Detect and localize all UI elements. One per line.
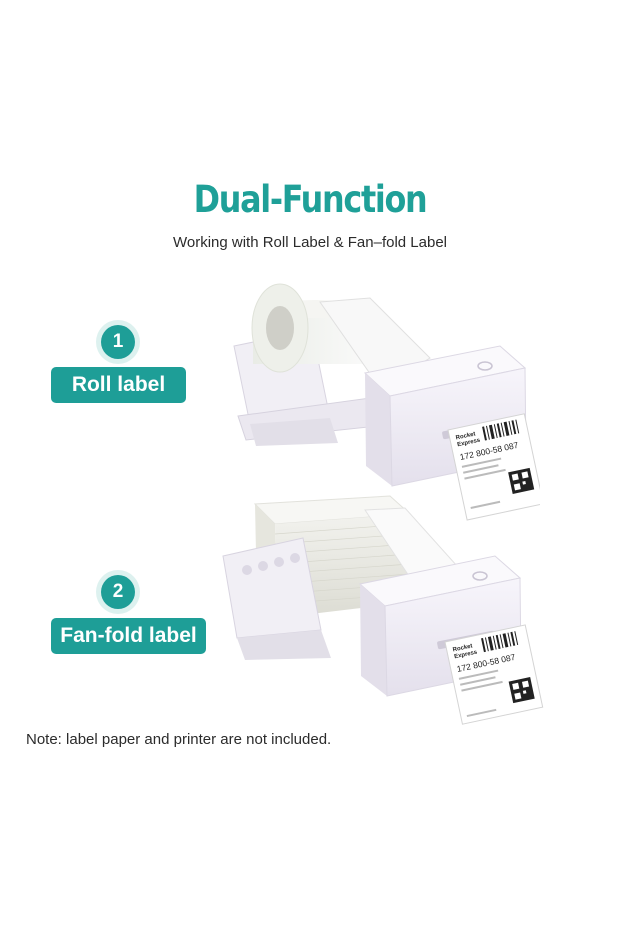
roll-label-printer-illustration: Rocket Express 172 800-58 087 xyxy=(233,283,540,521)
carrier-name-1: Rocket xyxy=(455,431,476,441)
fan-fold-label-tag: Fan-fold label xyxy=(51,618,206,654)
carrier-name-2: Express xyxy=(454,649,479,660)
qr-code-icon xyxy=(508,467,535,494)
barcode-icon xyxy=(482,419,520,441)
disclaimer-note: Note: label paper and printer are not in… xyxy=(26,731,332,748)
carrier-name-2: Express xyxy=(457,437,482,448)
page-title: Dual-Function xyxy=(193,178,428,221)
barcode-icon xyxy=(481,631,519,653)
step-badge-1: 1 xyxy=(96,320,140,364)
roll-label-tag: Roll label xyxy=(51,367,186,403)
step-number-1: 1 xyxy=(101,325,135,359)
step-number-2: 2 xyxy=(101,575,135,609)
carrier-name-1: Rocket xyxy=(452,643,473,653)
fan-fold-printer-illustration: Rocket Express 172 800-58 087 xyxy=(222,495,544,725)
qr-code-icon xyxy=(508,677,535,704)
label-holder-stand xyxy=(222,537,331,660)
page-subtitle: Working with Roll Label & Fan–fold Label xyxy=(172,234,448,251)
shipping-label: Rocket Express 172 800-58 087 xyxy=(444,624,544,725)
step-badge-2: 2 xyxy=(96,570,140,614)
shipping-label: Rocket Express 172 800-58 087 xyxy=(447,413,540,521)
